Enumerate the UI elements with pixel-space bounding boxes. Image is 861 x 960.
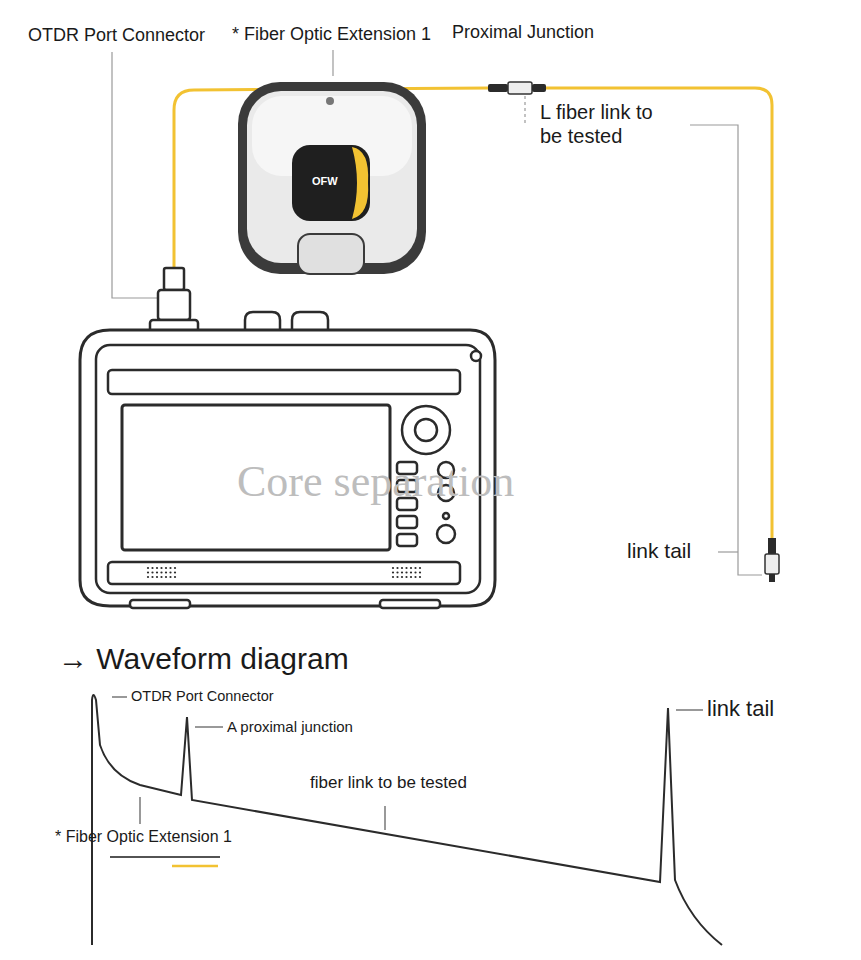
speaker-dot: [174, 567, 176, 569]
speaker-dot: [174, 576, 176, 578]
speaker-dot: [174, 571, 176, 573]
speaker-dot: [405, 576, 407, 578]
speaker-dot: [169, 571, 171, 573]
speaker-dot: [151, 567, 153, 569]
speaker-dot: [410, 571, 412, 573]
section-heading: → Waveform diagram: [58, 641, 349, 677]
trace-label: OTDR Port Connector: [131, 688, 274, 705]
watermark: Core separation: [237, 456, 514, 509]
speaker-dot: [401, 571, 403, 573]
speaker-dot: [160, 567, 162, 569]
speaker-dot: [414, 576, 416, 578]
speaker-dot: [396, 567, 398, 569]
speaker-dot: [392, 567, 394, 569]
speaker-dot: [169, 576, 171, 578]
trace-label: * Fiber Optic Extension 1: [55, 827, 232, 846]
launch-fiber-box: [238, 82, 426, 274]
speaker-dot: [401, 567, 403, 569]
speaker-dot: [165, 576, 167, 578]
speaker-grille: [147, 567, 421, 578]
tail-connector: [765, 538, 779, 582]
speaker-dot: [160, 571, 162, 573]
speaker-dot: [169, 567, 171, 569]
otdr-trace: [92, 695, 722, 945]
speaker-dot: [419, 576, 421, 578]
speaker-dot: [156, 567, 158, 569]
part-label: OTDR Port Connector: [28, 25, 205, 47]
trace-label: fiber link to be tested: [310, 773, 467, 793]
speaker-dot: [396, 571, 398, 573]
speaker-dot: [151, 571, 153, 573]
speaker-dot: [151, 576, 153, 578]
speaker-dot: [392, 576, 394, 578]
speaker-dot: [147, 576, 149, 578]
part-label: link tail: [627, 538, 691, 563]
brand-logo: OFW: [312, 175, 338, 188]
fiber-cable: [174, 88, 772, 540]
trace-label: A proximal junction: [227, 718, 353, 736]
junction-connector: [488, 82, 546, 94]
speaker-dot: [410, 576, 412, 578]
part-label: * Fiber Optic Extension 1: [232, 24, 431, 46]
part-label: L fiber link to be tested: [540, 100, 664, 148]
speaker-dot: [156, 576, 158, 578]
speaker-dot: [419, 567, 421, 569]
speaker-dot: [392, 571, 394, 573]
speaker-dot: [147, 571, 149, 573]
speaker-dot: [405, 571, 407, 573]
speaker-dot: [165, 571, 167, 573]
speaker-dot: [147, 567, 149, 569]
speaker-dot: [160, 576, 162, 578]
speaker-dot: [419, 571, 421, 573]
speaker-dot: [165, 567, 167, 569]
speaker-dot: [396, 576, 398, 578]
trace-label: link tail: [707, 696, 774, 722]
speaker-dot: [410, 567, 412, 569]
part-label: Proximal Junction: [452, 22, 594, 44]
otdr-device: [80, 268, 495, 608]
speaker-dot: [414, 571, 416, 573]
speaker-dot: [414, 567, 416, 569]
speaker-dot: [156, 571, 158, 573]
leader-lines: [112, 50, 762, 575]
speaker-dot: [405, 567, 407, 569]
speaker-dot: [401, 576, 403, 578]
